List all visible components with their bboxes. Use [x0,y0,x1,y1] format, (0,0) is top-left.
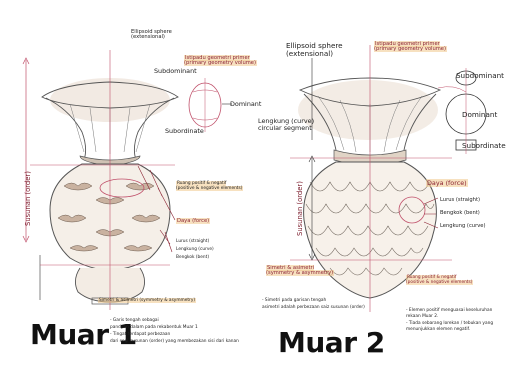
muar2-simetri-note: - Simetri pada garisan tengah asimetri a… [262,298,365,312]
muar1-notes: - Garis tengah sebagai panduan dalam pad… [110,318,239,346]
muar2-shade [298,80,438,140]
muar1-subordinate-label: Subordinate [165,128,204,135]
muar1-ellipsoid-label: Ellipsoid sphere (extensional) [131,30,172,41]
muar2-ruang-label: Ruang positif & negatif (positive & nega… [406,276,473,285]
muar2-lengkung-circular-label: Lengkung (curve) circular segment [258,118,314,131]
muar2-subordinate-label: Subordinate [462,142,506,150]
muar1-bengkok-label: Bengkok (bent) [176,256,209,261]
muar2-lengkung-label: Lengkung (curve) [440,224,486,229]
muar2-susunan-label: Susunan (order) [296,181,304,236]
muar1-lurus-label: Lurus (straight) [176,240,209,245]
muar1-simetri-label: Simetri & asimetri (symmetry & asymmetry… [98,299,196,304]
muar2-title: Muar 2 [278,326,385,359]
muar1-geometry-label: Istipadu geometri primer (primary geomet… [184,56,257,67]
muar2-bengkok-label: Bengkok (bent) [440,211,480,216]
muar2-daya-label: Daya (force) [426,180,468,187]
muar1-lengkung-label: Lengkung (curve) [176,248,214,253]
muar2-lurus-label: Lurus (straight) [440,198,480,203]
muar2-dominant-label: Dominant [462,111,497,119]
muar1-daya-label: Daya (force) [176,219,210,224]
muar1-ruang-label: Ruang positif & negatif (positive & nega… [176,182,243,191]
muar2-ruang-note: - Elemen positif menguasai keseluruhan r… [406,308,493,334]
muar1-subdominant-label: Subdominant [154,68,197,75]
muar2-ellipsoid-label: Ellipsoid sphere (extensional) [286,42,343,57]
muar2-simetri-label: Simetri & asimetri (symmetry & asymmetry… [266,266,334,277]
muar1-dominant-label: Dominant [230,101,261,108]
muar1-susunan-label: Susunan (order) [24,171,32,226]
muar2-subdominant-label: Subdominant [456,72,504,80]
muar2-geometry-label: Istipadu geometri primer (primary geomet… [374,42,447,53]
